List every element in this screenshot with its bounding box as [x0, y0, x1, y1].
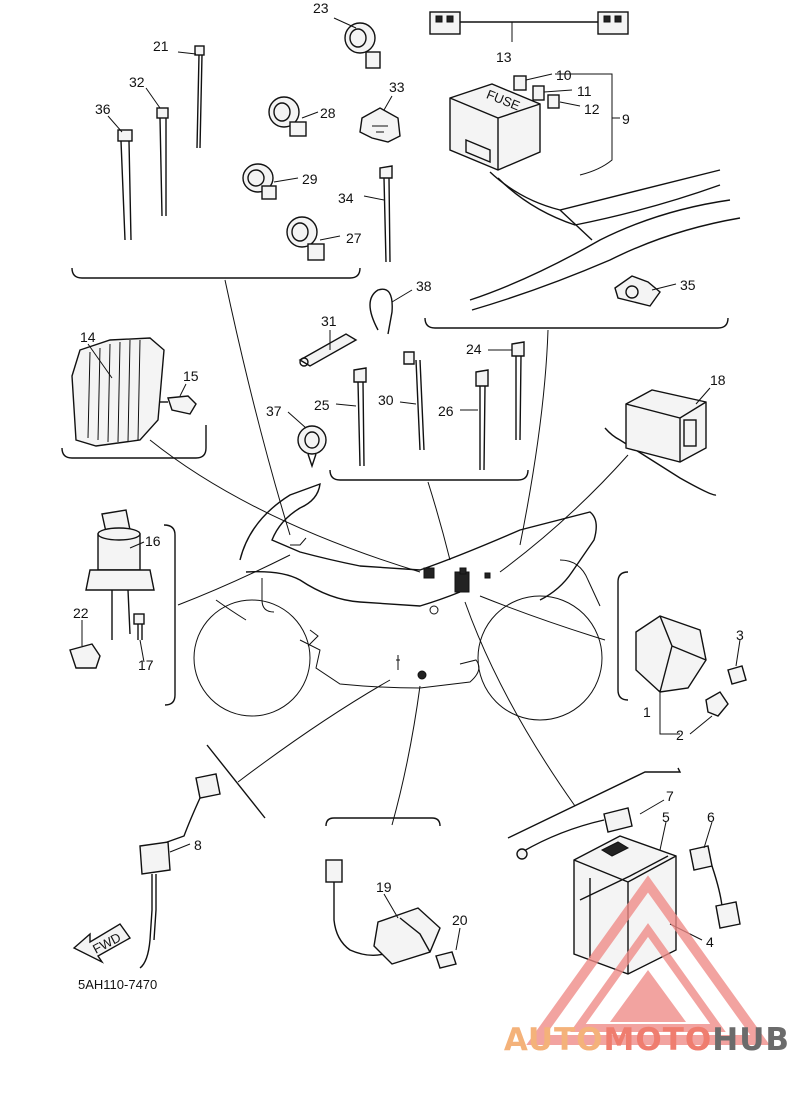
- bracket-31: [298, 333, 358, 367]
- battery-band-5: [579, 855, 669, 901]
- band-38: [369, 288, 393, 335]
- part-label-7: 7: [666, 788, 674, 804]
- part-label-17: 17: [138, 657, 154, 673]
- bolt-15: [160, 395, 197, 415]
- bracket-top-left-group: [71, 267, 361, 279]
- connector-13: [429, 11, 629, 35]
- bracket-top-right-group: [424, 317, 729, 329]
- cable-tie-30: [403, 351, 425, 451]
- fuse-10: [513, 75, 527, 91]
- part-label-2: 2: [676, 727, 684, 743]
- part-label-26: 26: [438, 403, 454, 419]
- part-label-32: 32: [129, 74, 145, 90]
- part-label-8: 8: [194, 837, 202, 853]
- bracket-regulator-group: [61, 425, 207, 459]
- connector-22: [69, 643, 101, 669]
- cable-tie-34: [379, 165, 393, 263]
- bolt-20: [435, 951, 457, 969]
- diagram-code: 5AH110-7470: [78, 977, 157, 992]
- fwd-label: FWD: [90, 930, 123, 957]
- clamp-28: [268, 96, 307, 137]
- starter-relay-1: [635, 615, 707, 693]
- part-label-13: 13: [496, 49, 512, 65]
- bracket-clamps-group: [329, 469, 529, 481]
- bracket-starter-relay-group: [617, 571, 629, 701]
- brand-logo-icon: [526, 875, 770, 1045]
- part-label-27: 27: [346, 230, 362, 246]
- fuse-11: [532, 85, 545, 101]
- part-label-31: 31: [321, 313, 337, 329]
- part-label-36: 36: [95, 101, 111, 117]
- part-label-5: 5: [662, 809, 670, 825]
- cable-tie-26: [475, 369, 489, 471]
- part-label-3: 3: [736, 627, 744, 643]
- lead-6: [689, 845, 741, 929]
- part-label-25: 25: [314, 397, 330, 413]
- part-label-24: 24: [466, 341, 482, 357]
- clamp-37: [297, 425, 327, 469]
- lead-7: [516, 807, 633, 860]
- part-label-11: 11: [577, 83, 592, 99]
- bolt-3: [727, 665, 747, 685]
- part-label-29: 29: [302, 171, 318, 187]
- bracket-main-switch-group: [163, 524, 176, 706]
- part-label-21: 21: [153, 38, 169, 54]
- part-label-30: 30: [378, 392, 394, 408]
- label-leaders: [81, 17, 741, 951]
- part-label-20: 20: [452, 912, 468, 928]
- part-label-38: 38: [416, 278, 432, 294]
- part-label-15: 15: [183, 368, 199, 384]
- brand-part-auto: AUTO: [503, 1022, 604, 1058]
- cable-tie-25: [353, 367, 367, 467]
- bracket-battery-group: [507, 767, 682, 839]
- part-label-6: 6: [707, 809, 715, 825]
- part-label-9: 9: [622, 111, 630, 127]
- cable-tie-24: [511, 341, 525, 441]
- bracket-sensor-group: [206, 744, 266, 819]
- screw-17: [133, 613, 145, 640]
- part-label-34: 34: [338, 190, 354, 206]
- part-label-18: 18: [710, 372, 726, 388]
- cover-2: [705, 691, 729, 717]
- sensor-8: [139, 773, 221, 969]
- cable-tie-21: [194, 45, 205, 149]
- brand-part-hub: HUB: [712, 1022, 790, 1058]
- fuse-12: [547, 94, 560, 109]
- motorcycle-outline: [193, 482, 603, 721]
- part-label-1: 1: [643, 704, 651, 720]
- clip-35: [614, 275, 661, 307]
- brand-part-moto: MOTO: [603, 1022, 713, 1058]
- cable-tie-32: [156, 107, 169, 217]
- leader-lines: [149, 279, 629, 826]
- part-label-12: 12: [584, 101, 600, 117]
- clamp-29: [242, 163, 277, 200]
- part-label-33: 33: [389, 79, 405, 95]
- part-label-16: 16: [145, 533, 161, 549]
- holder-33: [359, 107, 401, 143]
- part-label-4: 4: [706, 934, 714, 950]
- fwd-arrow-icon: FWD: [72, 923, 132, 964]
- part-label-35: 35: [680, 277, 696, 293]
- bracket-switch-group: [325, 817, 441, 827]
- part-label-10: 10: [556, 67, 572, 83]
- bracket-relay-group: [604, 427, 717, 496]
- switch-19: [325, 859, 441, 965]
- clamp-27: [286, 216, 325, 261]
- fuse-box-9: [449, 83, 741, 311]
- part-label-23: 23: [313, 0, 329, 16]
- cable-tie-36: [117, 129, 133, 241]
- brand-watermark: AUTOMOTOHUB: [460, 1022, 790, 1062]
- part-label-22: 22: [73, 605, 89, 621]
- part-label-14: 14: [80, 329, 96, 345]
- part-label-28: 28: [320, 105, 336, 121]
- rectifier-regulator-14: [71, 337, 165, 447]
- part-labels: 23 21 32 36 28 29 27 33 34 13 10 11 12 9…: [73, 0, 744, 950]
- part-label-19: 19: [376, 879, 392, 895]
- part-label-37: 37: [266, 403, 282, 419]
- clamp-23: [344, 22, 381, 69]
- unit-18: [625, 389, 707, 463]
- main-switch-16: [85, 509, 155, 640]
